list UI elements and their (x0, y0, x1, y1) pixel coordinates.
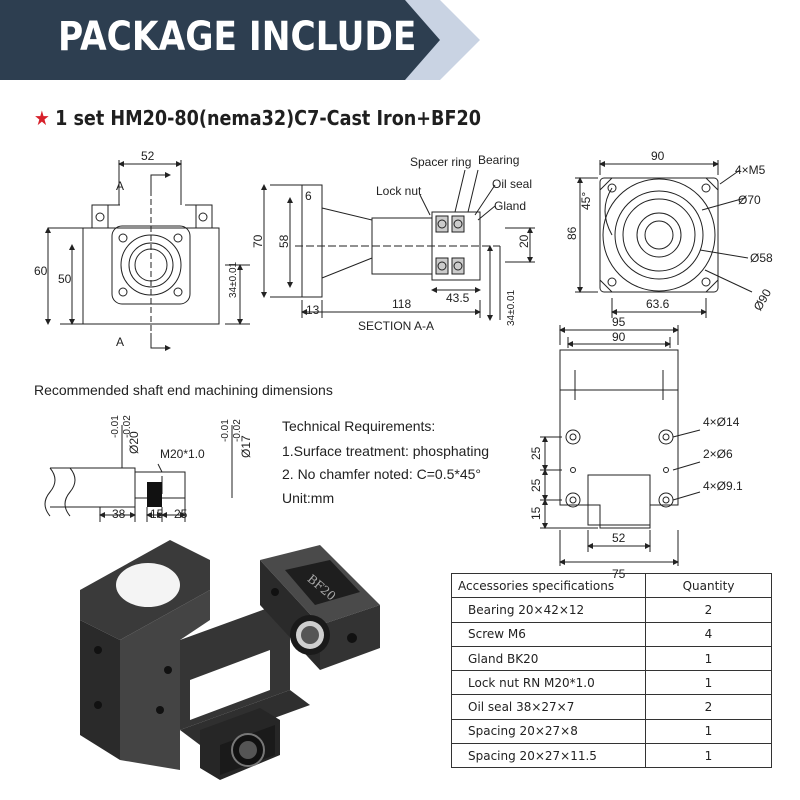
hm20-seat (80, 540, 310, 780)
accessory-item: Bearing 20×42×12 (451, 597, 646, 623)
dim-bottom-95: 95 (612, 315, 626, 329)
dim-section-center: 34±0.01 (506, 289, 517, 326)
dim-bottom-15: 15 (529, 506, 543, 520)
flange-view (575, 160, 753, 318)
dim-section-bore: 20 (517, 234, 531, 248)
dim-bottom-52: 52 (612, 531, 626, 545)
dim-shaft-d20: Ø20 (127, 431, 141, 454)
label-gland: Gland (494, 199, 526, 213)
dim-shaft-d17: Ø17 (239, 435, 253, 458)
dim-section-outer: 70 (251, 234, 265, 248)
dim-section-bearing-len: 43.5 (446, 291, 470, 305)
package-subtitle: ★1 set HM20-80(nema32)C7-Cast Iron+BF20 (34, 106, 481, 130)
header-quantity: Quantity (645, 572, 772, 599)
dim-flange-width: 90 (651, 149, 665, 163)
star-icon: ★ (34, 106, 50, 130)
header-item: Accessories specifications (451, 572, 646, 599)
dim-shaft-d20-tol-upper: -0.01 (110, 415, 121, 438)
label-spacer-ring: Spacer ring (410, 155, 471, 169)
tech-req-title: Technical Requirements: (282, 418, 436, 434)
shaft-end-heading: Recommended shaft end machining dimensio… (34, 382, 333, 398)
label-oil-seal: Oil seal (492, 177, 532, 191)
accessory-item: Gland BK20 (451, 645, 646, 672)
dim-section-length: 118 (392, 297, 411, 311)
accessory-qty: 1 (645, 645, 772, 672)
shaft-end-drawing (44, 425, 233, 522)
front-view (45, 160, 250, 351)
label-bearing: Bearing (478, 153, 519, 167)
dim-flange-d70: Ø70 (738, 193, 761, 207)
dimension-labels: 52 A A 60 50 34±0.01 Spacer ring Bearing… (34, 149, 774, 581)
accessory-qty: 1 (645, 743, 772, 769)
dim-bottom-h91: 4×Ø9.1 (703, 479, 743, 493)
dim-flange-d58: Ø58 (750, 251, 773, 265)
label-section: SECTION A-A (358, 319, 434, 333)
accessories-header-row: Accessories specifications Quantity (451, 572, 772, 599)
dim-shaft-38: 38 (112, 507, 126, 521)
dim-front-height-inner: 50 (58, 272, 72, 286)
banner: PACKAGE INCLUDE (0, 0, 800, 80)
accessory-item: Spacing 20×27×8 (451, 718, 646, 745)
dim-shaft-d17-tol-upper: -0.01 (220, 419, 231, 442)
tech-req-line2: 2. No chamfer noted: C=0.5*45° (282, 466, 481, 482)
tech-req-line1: 1.Surface treatment: phosphating (282, 443, 490, 459)
dim-bottom-h6: 2×Ø6 (703, 447, 733, 461)
accessory-qty: 1 (645, 718, 772, 745)
banner-shape (0, 0, 480, 80)
accessories-table: Accessories specifications Quantity Bear… (451, 572, 772, 769)
tech-req-unit: Unit:mm (282, 490, 335, 506)
dim-flange-offset: 63.6 (646, 297, 670, 311)
accessory-qty: 4 (645, 621, 772, 647)
accessory-item: Spacing 20×27×11.5 (451, 743, 646, 769)
label-lock-nut: Lock nut (376, 184, 422, 198)
accessory-qty: 2 (645, 597, 772, 623)
dim-flange-d90: Ø90 (751, 286, 775, 313)
dim-front-height-outer: 60 (34, 264, 48, 278)
bf20-block: BF20 (260, 545, 380, 670)
accessory-item: Oil seal 38×27×7 (451, 694, 646, 720)
dim-flange-height: 86 (565, 226, 579, 240)
section-view (261, 169, 535, 321)
dim-section-inner: 58 (277, 234, 291, 248)
subtitle-text: 1 set HM20-80(nema32)C7-Cast Iron+BF20 (55, 106, 481, 130)
dim-front-width: 52 (141, 149, 155, 163)
banner-title: PACKAGE INCLUDE (58, 14, 417, 60)
dim-section-base: 13 (306, 303, 320, 317)
dim-bottom-25b: 25 (529, 478, 543, 492)
dim-shaft-15: 15 (150, 507, 164, 521)
dim-flange-holes: 4×M5 (735, 163, 766, 177)
accessory-qty: 2 (645, 694, 772, 720)
accessory-qty: 1 (645, 670, 772, 696)
dim-shaft-d17-tol-lower: -0.02 (232, 419, 243, 442)
bottom-view (540, 325, 701, 566)
section-marker-bottom: A (116, 335, 124, 349)
dim-flange-angle: 45° (579, 192, 593, 210)
accessory-item: Lock nut RN M20*1.0 (451, 670, 646, 696)
dim-section-flange: 6 (305, 189, 312, 203)
dim-bottom-90: 90 (612, 330, 626, 344)
dim-bottom-25a: 25 (529, 446, 543, 460)
product-photo: BF20 (80, 540, 380, 780)
dim-bottom-h14: 4×Ø14 (703, 415, 740, 429)
dim-front-center: 34±0.01 (228, 261, 239, 298)
dim-shaft-25: 25 (174, 507, 188, 521)
section-marker-top: A (116, 179, 124, 193)
dim-shaft-thread: M20*1.0 (160, 447, 205, 461)
accessory-item: Screw M6 (451, 621, 646, 647)
dim-shaft-d20-tol-lower: -0.02 (122, 415, 133, 438)
